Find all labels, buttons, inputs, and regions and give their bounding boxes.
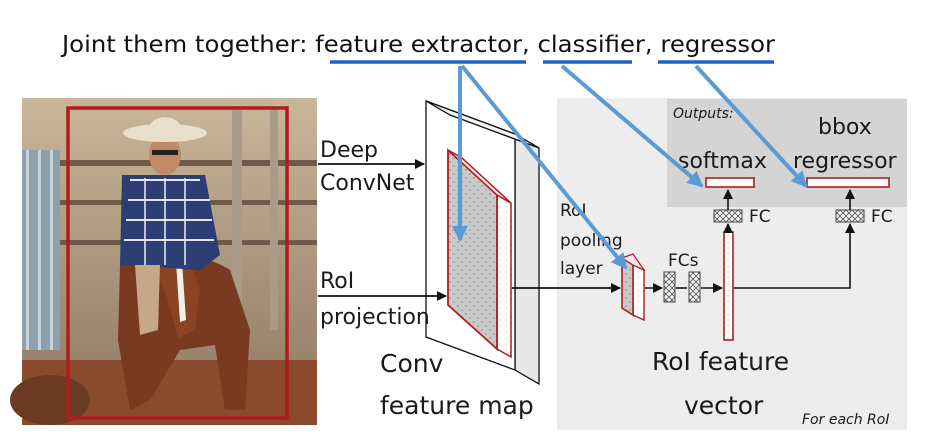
softmax-output xyxy=(705,177,755,188)
blue-arrow-to-bbox xyxy=(694,64,808,188)
label-fcs: FCs xyxy=(668,251,699,271)
label-vector: vector xyxy=(684,391,764,420)
fc-layer-1 xyxy=(663,271,676,303)
fc-cls xyxy=(713,209,743,223)
roi-feature-vector xyxy=(723,231,734,341)
label-deep: Deep xyxy=(320,138,378,163)
label-roi-feature: RoI feature xyxy=(652,347,789,376)
label-for-each-roi: For each RoI xyxy=(802,412,889,428)
blue-arrow-to-softmax xyxy=(560,64,704,188)
label-softmax: softmax xyxy=(678,149,767,174)
label-convnet: ConvNet xyxy=(320,171,415,196)
label-roi: RoI xyxy=(320,269,354,294)
label-bbox: bbox xyxy=(818,115,872,140)
label-roi-pool-1: RoI xyxy=(560,201,586,221)
cowboy-on-horse-photo xyxy=(10,98,317,425)
label-feature-map: feature map xyxy=(380,391,534,420)
label-projection: projection xyxy=(320,305,430,330)
bbox-output xyxy=(806,177,890,188)
outputs-panel xyxy=(667,99,907,207)
slide-title: Joint them together: feature extractor, … xyxy=(60,32,776,58)
fc-layer-2 xyxy=(688,271,701,303)
label-roi-pool-2: pooling xyxy=(560,231,623,251)
label-fc-left: FC xyxy=(749,207,771,227)
label-outputs: Outputs: xyxy=(673,106,734,122)
label-regressor: regressor xyxy=(793,149,898,174)
conv-feature-map xyxy=(425,100,540,386)
fc-reg xyxy=(835,209,865,223)
label-fc-right: FC xyxy=(871,207,893,227)
roi-pooling-block xyxy=(620,253,646,322)
blue-arrow-to-roi-pooling xyxy=(460,64,628,270)
label-roi-pool-3: layer xyxy=(560,259,603,279)
label-conv: Conv xyxy=(380,349,444,378)
branch-to-bbox xyxy=(734,223,855,289)
